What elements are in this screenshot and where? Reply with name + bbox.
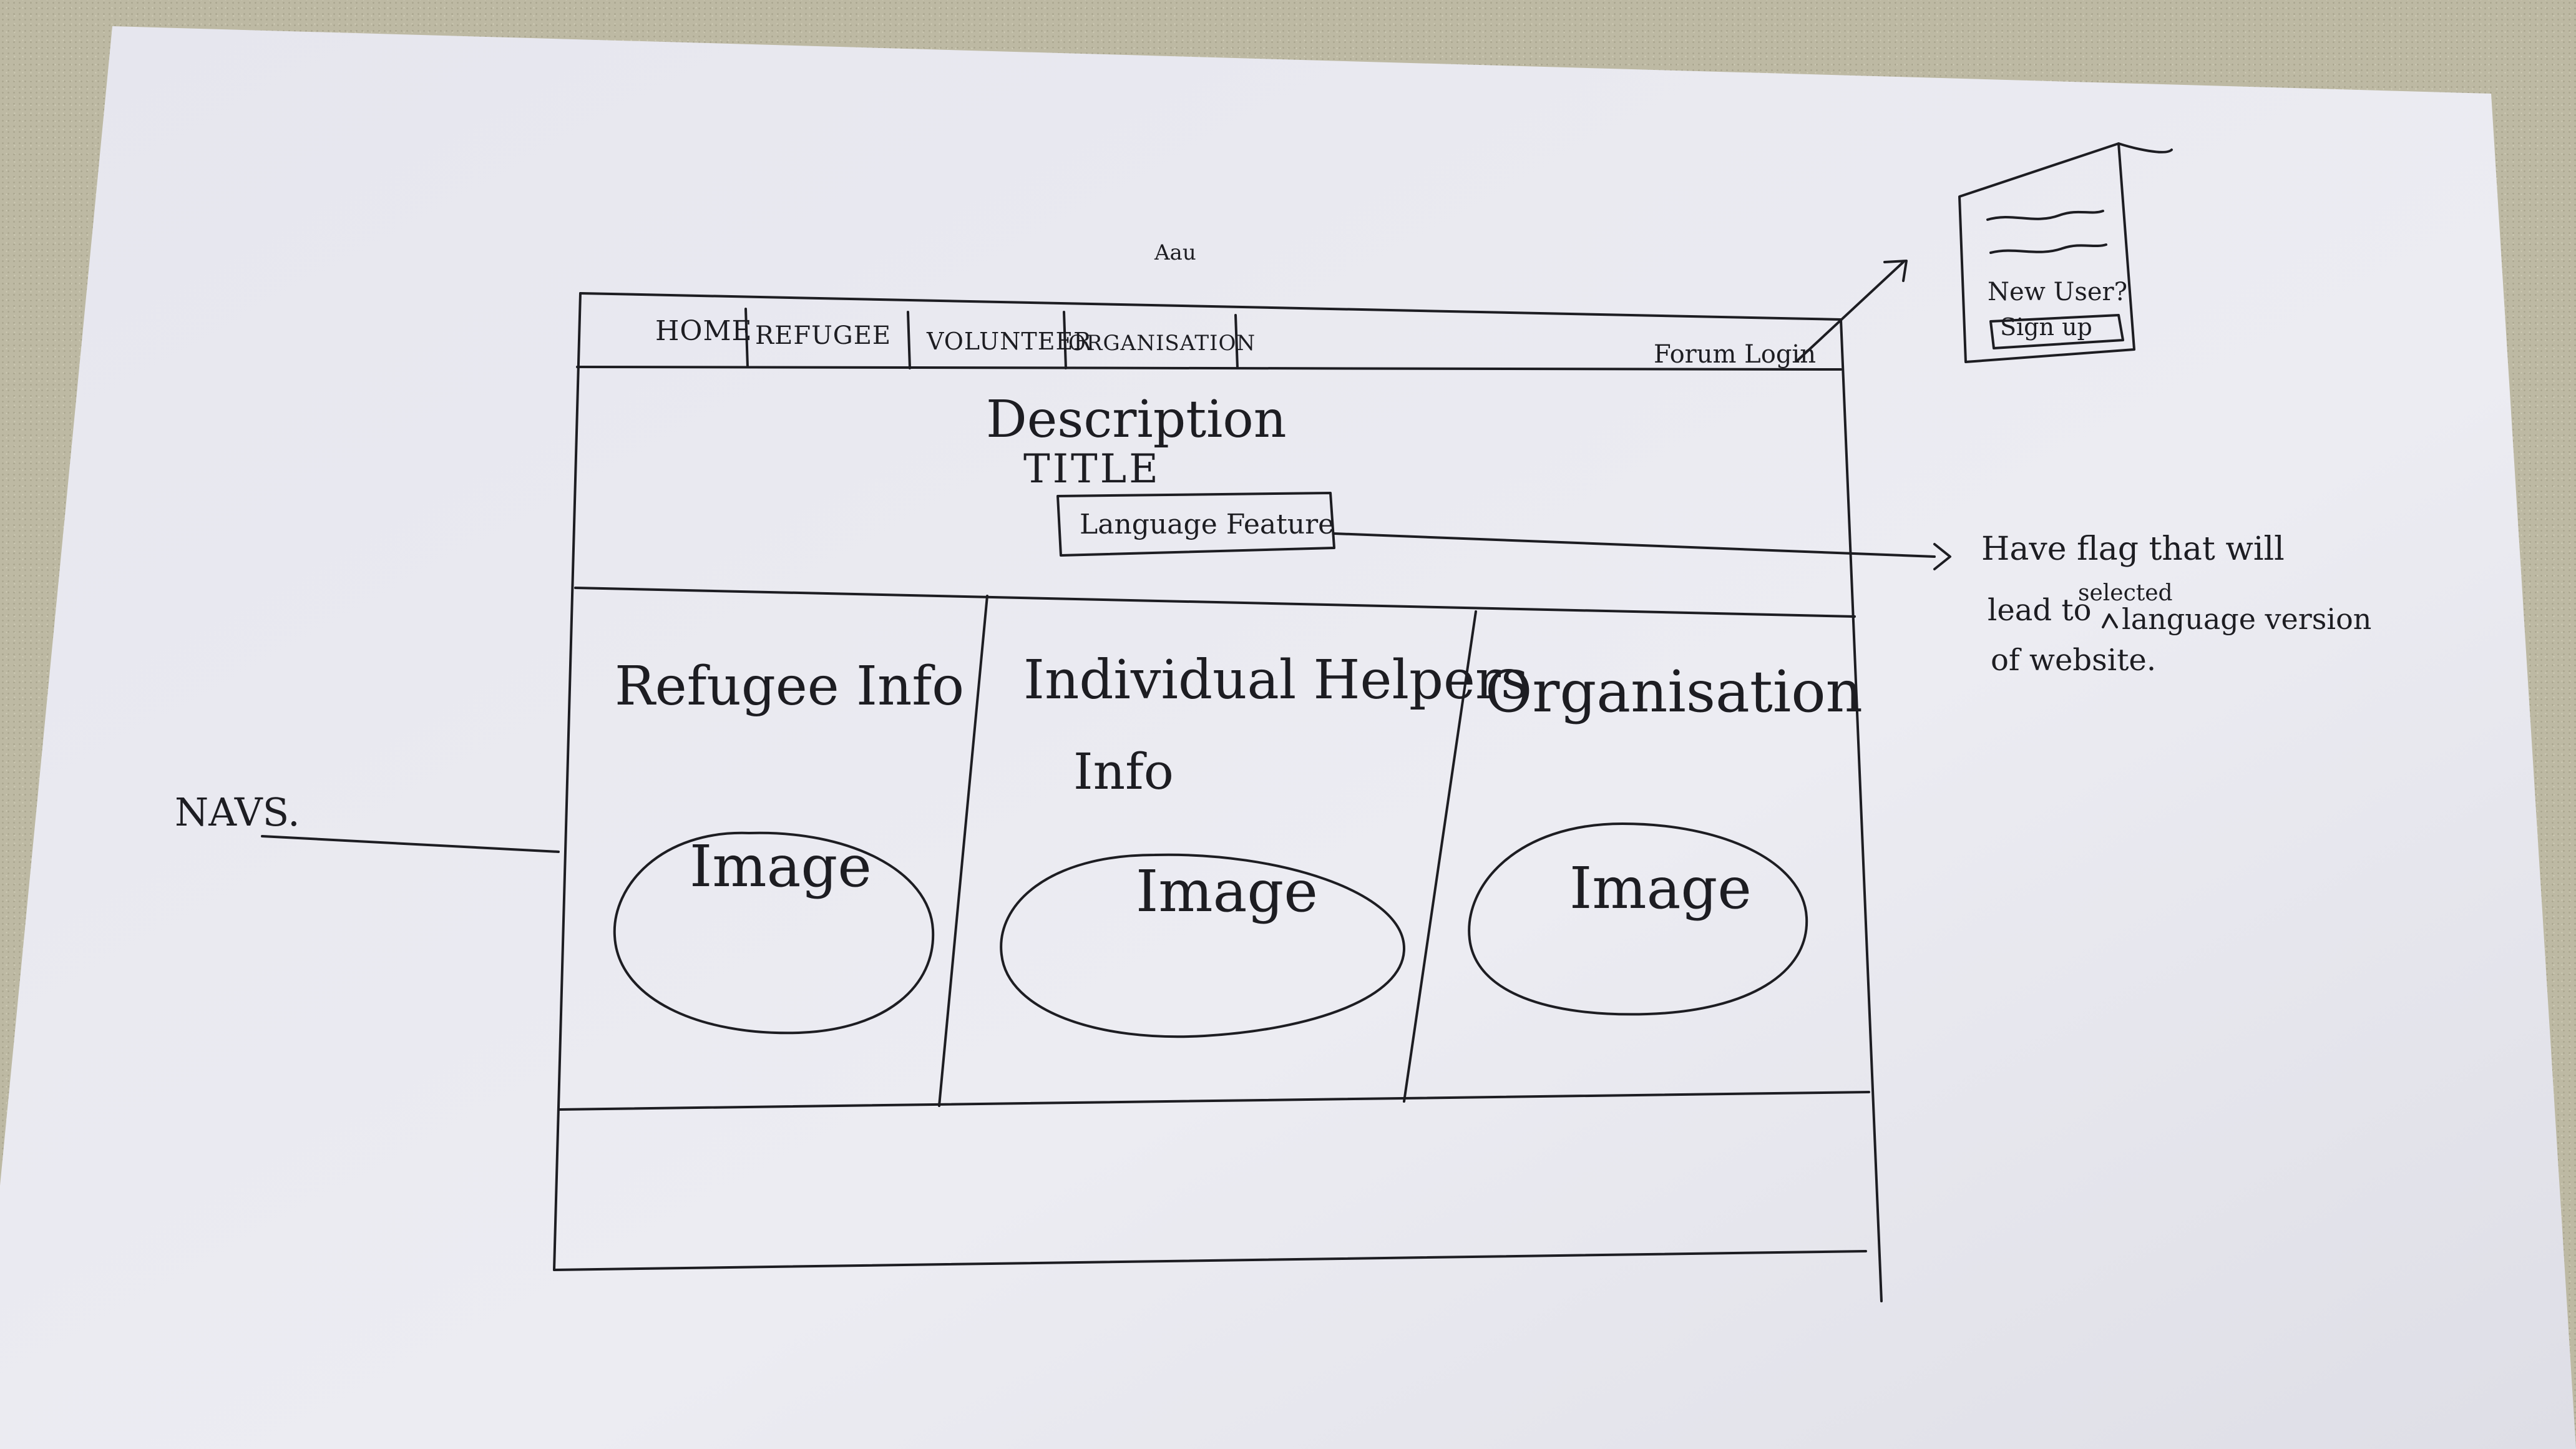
hero-title: TITLE (1023, 446, 1161, 492)
column-heading-refugee-info: Refugee Info (615, 655, 965, 718)
popup-scribble-line (1989, 243, 2107, 254)
image-label-refugee: Image (690, 833, 872, 900)
insert-caret (2102, 613, 2118, 628)
image-oval (1468, 822, 1808, 1016)
flag-note-line3: language version (2122, 602, 2372, 636)
flag-note-inserted: selected (2078, 580, 2173, 606)
column-divider (938, 595, 988, 1107)
navbar-bottom-line (576, 366, 1842, 371)
forum-login-link[interactable]: Forum Login (1654, 340, 1816, 369)
nav-item-refugee[interactable]: REFUGEE (755, 321, 892, 350)
flag-note-line1: Have flag that will (1981, 530, 2285, 568)
navs-pointer-line (261, 835, 560, 853)
column-heading-individual-helpers: Individual Helpers (1023, 649, 1529, 711)
popup-signup-outline (1989, 314, 2124, 349)
image-oval (1000, 853, 1405, 1038)
flag-note-line4: of website. (1991, 643, 2157, 678)
language-feature-button[interactable]: Language Feature (1080, 509, 1335, 540)
column-divider (1403, 610, 1477, 1103)
login-pointer-line (1796, 261, 1905, 362)
nav-item-organisation[interactable]: ORGANISATION (1068, 331, 1256, 356)
popup-scribble-line (1986, 210, 2104, 221)
frame-bottom-line (553, 1250, 1867, 1271)
nav-divider (1063, 311, 1067, 369)
nav-divider (907, 311, 911, 369)
column-heading-individual-helpers-line2: Info (1073, 743, 1174, 801)
frame-left-line (553, 292, 582, 1271)
content-bottom-line (557, 1091, 1870, 1111)
flag-note-line2: lead to (1988, 593, 2092, 628)
nav-item-volunteer[interactable]: VOLUNTEER (927, 328, 1092, 355)
nav-divider (1234, 314, 1239, 369)
popup-signup-button[interactable]: Sign up (2000, 313, 2092, 341)
image-label-helpers: Image (1136, 858, 1318, 925)
image-oval (613, 831, 935, 1035)
note-arrow-head (1933, 543, 1951, 570)
popup-fold (2117, 142, 2173, 154)
nav-item-home[interactable]: HOME (655, 315, 753, 347)
navs-annotation: NAVS. (175, 789, 300, 835)
login-popup-outline (1958, 142, 2135, 363)
frame-top-line (579, 292, 1842, 321)
paper-surface (0, 26, 2576, 1449)
popup-new-user: New User? (1988, 278, 2128, 306)
login-arrow-head (1883, 260, 1908, 282)
language-box-outline (1056, 492, 1335, 557)
column-heading-organisation: Organisation (1485, 658, 1863, 725)
nav-divider (744, 308, 749, 368)
hero-description: Description (986, 390, 1287, 449)
hero-bottom-line (574, 587, 1856, 618)
frame-right-line (1840, 318, 1883, 1302)
top-mark: Aau (1154, 240, 1196, 265)
note-connector-line (1333, 532, 1936, 558)
image-label-organisation: Image (1569, 855, 1752, 922)
